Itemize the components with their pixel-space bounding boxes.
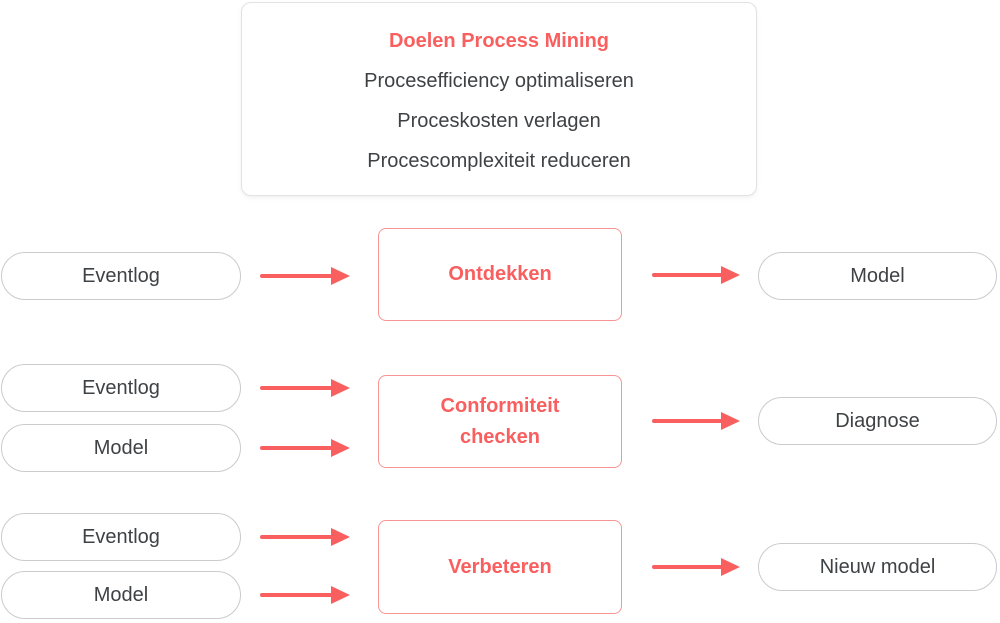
arrow-head: [331, 528, 350, 546]
arrow-shaft: [260, 446, 335, 450]
arrow-head: [331, 586, 350, 604]
arrow-head: [721, 412, 740, 430]
process-label: Ontdekken: [448, 263, 552, 285]
pill-diagnose: Diagnose: [758, 397, 997, 445]
arrow-head: [721, 266, 740, 284]
process-label: Verbeteren: [448, 555, 552, 578]
arrow-right-icon: [260, 439, 350, 457]
process-box-verbeteren: Verbeteren: [378, 520, 622, 614]
arrow-right-icon: [260, 586, 350, 604]
arrow-head: [331, 267, 350, 285]
pill-label: Model: [93, 583, 149, 606]
pill-label: Model: [93, 436, 149, 459]
arrow-right-icon: [260, 267, 350, 285]
arrow-shaft: [260, 386, 335, 390]
arrow-head: [721, 558, 740, 576]
arrow-right-icon: [652, 412, 740, 430]
arrow-right-icon: [260, 528, 350, 546]
arrow-shaft: [260, 274, 335, 278]
pill-label: Eventlog: [82, 264, 160, 287]
arrow-shaft: [260, 593, 335, 597]
pill-eventlog: Eventlog: [1, 252, 241, 300]
pill-nieuw-model: Nieuw model: [758, 543, 997, 591]
goal-item: Procesefficiency optimaliseren: [364, 70, 634, 92]
arrow-right-icon: [652, 266, 740, 284]
pill-eventlog: Eventlog: [1, 513, 241, 561]
goal-item: Proceskosten verlagen: [397, 110, 601, 132]
arrow-right-icon: [652, 558, 740, 576]
pill-label: Eventlog: [82, 376, 160, 399]
goals-panel: Doelen Process Mining Procesefficiency o…: [241, 2, 757, 196]
pill-label: Model: [850, 264, 905, 287]
process-box-ontdekken: Ontdekken: [378, 228, 622, 321]
arrow-shaft: [260, 535, 335, 539]
pill-label: Eventlog: [82, 525, 160, 548]
arrow-head: [331, 379, 350, 397]
process-box-conformiteit-checken: Conformiteit checken: [378, 375, 622, 468]
pill-eventlog: Eventlog: [1, 364, 241, 412]
arrow-head: [331, 439, 350, 457]
pill-label: Nieuw model: [819, 555, 936, 578]
arrow-right-icon: [260, 379, 350, 397]
pill-model-input: Model: [1, 424, 241, 472]
process-label: Conformiteit checken: [440, 394, 560, 448]
arrow-shaft: [652, 565, 725, 569]
arrow-shaft: [652, 273, 725, 277]
arrow-shaft: [652, 419, 725, 423]
goal-item: Procescomplexiteit reduceren: [367, 150, 631, 172]
pill-model-output: Model: [758, 252, 997, 300]
pill-label: Diagnose: [835, 409, 920, 432]
goals-title: Doelen Process Mining: [388, 30, 610, 52]
pill-model-input: Model: [1, 571, 241, 619]
